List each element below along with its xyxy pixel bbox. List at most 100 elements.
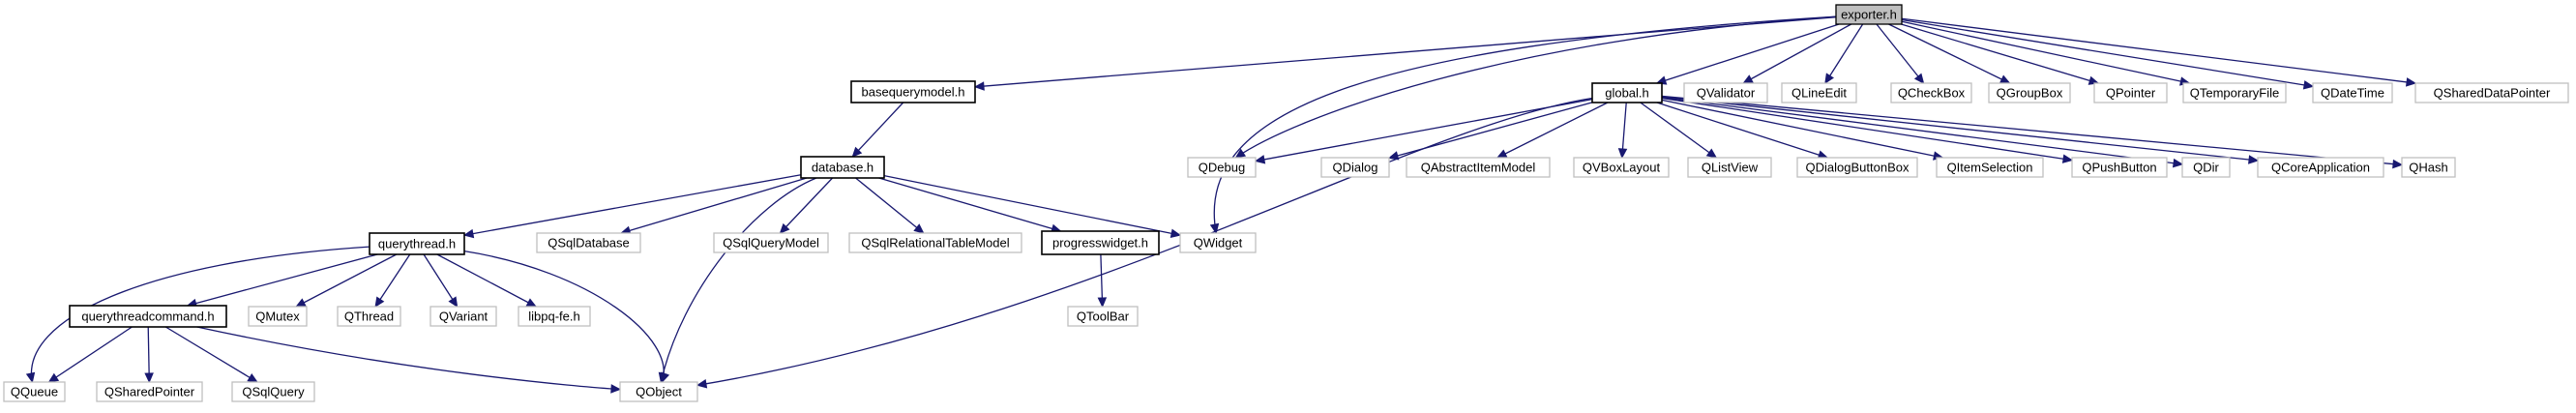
- edge-global-to-QHash: [1661, 95, 2403, 166]
- node-QListView: QListView: [1687, 157, 1772, 178]
- edge-exporter-to-QCheckBox: [1876, 23, 1925, 84]
- node-box: [2182, 82, 2287, 103]
- node-label: QItemSelection: [1947, 161, 2033, 175]
- node-label: progresswidget.h: [1052, 236, 1148, 251]
- node-QValidator: QValidator: [1683, 82, 1768, 103]
- edge-database-to-QSqlDatabase: [620, 177, 808, 234]
- edge-querythreadcommand-to-QSqlQuery: [164, 326, 258, 383]
- edge-exporter-to-QSharedDataPointer: [1901, 17, 2416, 84]
- node-box: [2257, 157, 2384, 178]
- edge-global-to-QCoreApplication: [1661, 96, 2259, 162]
- arrowhead-database-to-QSqlRelationalTableModel: [913, 223, 925, 234]
- node-box: [429, 306, 497, 327]
- node-basequerymodel[interactable]: basequerymodel.h: [850, 80, 976, 103]
- edge-exporter-to-basequerymodel: [974, 16, 1837, 88]
- edges-layer: [25, 15, 2417, 394]
- arrowhead-querythread-to-libpqfe: [525, 298, 538, 308]
- node-QHash: QHash: [2401, 157, 2456, 178]
- node-box: [1988, 82, 2071, 103]
- node-label: QSqlDatabase: [548, 236, 630, 251]
- node-label: QPushButton: [2082, 161, 2156, 175]
- arrowhead-basequerymodel-to-database: [851, 146, 863, 158]
- arrowhead-global-to-QPushButton: [2061, 154, 2074, 163]
- edge-querythreadcommand-to-QSharedPointer: [147, 326, 150, 383]
- node-box: [1067, 306, 1139, 327]
- node-label: QToolBar: [1077, 310, 1130, 324]
- arrowhead-exporter-to-QPointer: [2087, 75, 2100, 85]
- node-label: global.h: [1605, 86, 1649, 101]
- node-box: [1890, 82, 1972, 103]
- node-box: [1936, 157, 2044, 178]
- node-box: [2312, 82, 2393, 103]
- node-box: [369, 232, 465, 255]
- arrowhead-querythread-to-QVariant: [448, 296, 459, 309]
- node-exporter[interactable]: exporter.h: [1835, 4, 1903, 25]
- edge-exporter-to-QTemporaryFile: [1901, 20, 2190, 84]
- arrowhead-global-to-QVBoxLayout: [1617, 148, 1628, 160]
- edge-exporter-to-QDebug: [1235, 15, 1837, 159]
- edge-basequerymodel-to-database: [851, 102, 904, 158]
- edge-querythread-to-QThread: [374, 253, 411, 308]
- node-QDialog: QDialog: [1320, 157, 1390, 178]
- edge-exporter-to-QGroupBox: [1888, 23, 2010, 84]
- node-label: QThread: [344, 310, 394, 324]
- edge-global-to-QDebug: [1255, 98, 1593, 162]
- node-label: QDebug: [1199, 161, 1245, 175]
- node-QToolBar: QToolBar: [1067, 306, 1139, 327]
- node-box: [536, 232, 641, 253]
- node-box: [96, 381, 203, 402]
- node-box: [1573, 157, 1670, 178]
- arrowhead-querythread-to-QObject: [661, 371, 670, 384]
- node-label: QPointer: [2106, 86, 2156, 101]
- node-box: [518, 306, 591, 327]
- arrowhead-querythread-to-QMutex: [295, 298, 307, 308]
- arrowhead-exporter-to-QGroupBox: [1999, 74, 2011, 84]
- edge-querythread-to-QMutex: [295, 253, 398, 308]
- node-box: [1406, 157, 1551, 178]
- node-QLineEdit: QLineEdit: [1781, 82, 1857, 103]
- node-label: QObject: [636, 385, 682, 399]
- node-box: [800, 156, 885, 179]
- node-label: QDateTime: [2321, 86, 2384, 101]
- node-querythreadcommand[interactable]: querythreadcommand.h: [69, 305, 227, 328]
- node-QSqlQuery: QSqlQuery: [231, 381, 315, 402]
- arrowhead-global-to-QDebug: [1254, 155, 1266, 164]
- node-querythread[interactable]: querythread.h: [369, 232, 465, 255]
- node-label: QSharedDataPointer: [2434, 86, 2551, 101]
- node-database[interactable]: database.h: [800, 156, 885, 179]
- edge-exporter-to-QDateTime: [1901, 18, 2314, 87]
- node-label: QDialogButtonBox: [1806, 161, 1910, 175]
- arrowhead-exporter-to-QDateTime: [2302, 80, 2315, 90]
- edge-global-to-QAbstractItemModel: [1496, 102, 1609, 159]
- node-QDateTime: QDateTime: [2312, 82, 2393, 103]
- node-label: QDialog: [1333, 161, 1378, 175]
- node-box: [2093, 82, 2168, 103]
- arrowhead-exporter-to-QDebug: [1234, 148, 1247, 159]
- edge-global-to-QListView: [1640, 102, 1717, 159]
- node-libpqfe: libpq-fe.h: [518, 306, 591, 327]
- node-label: QGroupBox: [1997, 86, 2063, 101]
- arrowhead-global-to-QCoreApplication: [2248, 155, 2260, 164]
- node-QVBoxLayout: QVBoxLayout: [1573, 157, 1670, 178]
- arrowhead-querythreadcommand-to-QSharedPointer: [144, 372, 154, 384]
- node-QThread: QThread: [337, 306, 401, 327]
- node-label: querythread.h: [378, 237, 456, 251]
- node-label: exporter.h: [1841, 8, 1897, 22]
- arrowhead-global-to-QDir: [2172, 158, 2184, 168]
- node-progresswidget[interactable]: progresswidget.h: [1041, 230, 1160, 255]
- edge-global-to-QItemSelection: [1661, 99, 1943, 159]
- node-QAbstractItemModel: QAbstractItemModel: [1406, 157, 1551, 178]
- node-global[interactable]: global.h: [1591, 82, 1663, 103]
- arrowhead-querythreadcommand-to-QSqlQuery: [247, 373, 258, 383]
- node-box: [619, 381, 698, 402]
- node-label: database.h: [812, 161, 873, 175]
- node-label: QWidget: [1194, 236, 1243, 251]
- arrowhead-querythread-to-QThread: [374, 296, 385, 309]
- node-box: [1187, 157, 1257, 178]
- arrowhead-database-to-QSqlQueryModel: [779, 222, 790, 234]
- node-QPointer: QPointer: [2093, 82, 2168, 103]
- node-box: [2181, 157, 2231, 178]
- node-QDialogButtonBox: QDialogButtonBox: [1796, 157, 1918, 178]
- node-QDir: QDir: [2181, 157, 2231, 178]
- node-box: [713, 232, 829, 253]
